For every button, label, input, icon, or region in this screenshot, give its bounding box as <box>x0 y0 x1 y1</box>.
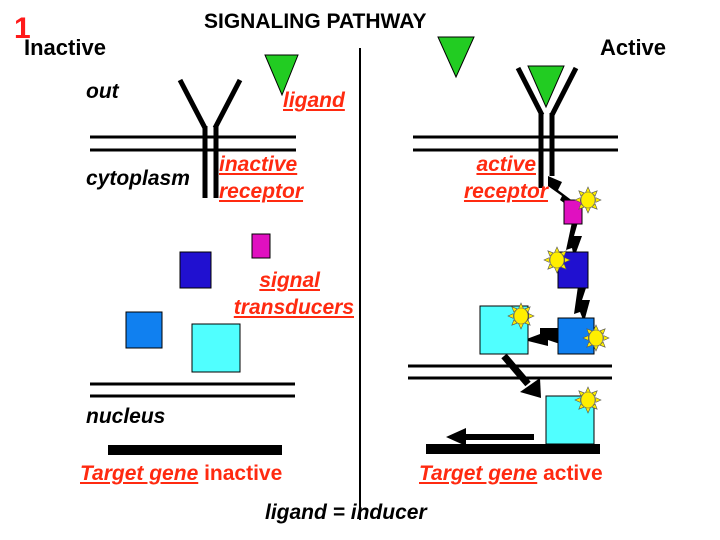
label-out: out <box>86 80 119 103</box>
label-active-receptor-line2: receptor <box>463 180 548 203</box>
gene-status-inactive: Target gene inactive <box>80 462 282 486</box>
activation-sun-icon <box>582 324 610 352</box>
label-inactive-receptor-line2: receptor <box>219 180 304 203</box>
label-cytoplasm: cytoplasm <box>86 167 190 190</box>
transducer-indigo-inactive <box>179 251 212 289</box>
target-gene-label: Target gene <box>80 462 199 485</box>
activation-sun-icon <box>574 186 602 214</box>
gene-state-inactive: inactive <box>198 462 283 485</box>
transducer-magenta-active <box>563 199 583 225</box>
ligand-free <box>264 54 299 97</box>
target-gene-active-dna <box>426 444 600 454</box>
label-active-receptor: active receptor <box>452 151 548 205</box>
gene-state-active: active <box>537 462 603 485</box>
label-active-receptor-line1: active <box>476 153 536 176</box>
label-signal-transducers: signal transducers <box>218 267 354 321</box>
label-signal-transducers-line1: signal <box>259 269 320 292</box>
panel-heading-inactive: Inactive <box>24 35 106 60</box>
target-gene-label-active: Target gene <box>419 462 538 485</box>
target-gene-inactive-dna <box>108 445 282 455</box>
activation-sun-icon <box>543 246 571 274</box>
active-receptor <box>515 66 579 188</box>
panel-heading-active: Active <box>600 35 667 60</box>
left-nuclear-membrane <box>90 382 295 398</box>
signal-bolt-2 <box>566 222 582 258</box>
gene-status-active: Target gene active <box>419 462 603 486</box>
transcription-arrow <box>446 428 534 446</box>
label-ligand: ligand <box>283 89 345 112</box>
activation-sun-icon <box>507 302 535 330</box>
label-signal-transducers-line2: transducers <box>233 296 354 319</box>
slide-number: 1 <box>14 12 31 45</box>
label-inactive-receptor-line1: inactive <box>219 153 298 176</box>
label-nucleus: nucleus <box>86 405 166 428</box>
page-title: SIGNALING PATHWAY <box>204 10 427 33</box>
footer-caption: ligand = inducer <box>265 501 427 524</box>
transducer-magenta-inactive <box>251 233 271 259</box>
right-outer-membrane <box>413 135 618 152</box>
signal-bolt-3 <box>574 286 590 322</box>
signal-bolt-4 <box>524 328 560 346</box>
activation-sun-icon <box>574 386 602 414</box>
left-outer-membrane <box>90 135 296 152</box>
translocation-arrow <box>501 353 541 398</box>
label-inactive-receptor: inactive receptor <box>219 151 303 205</box>
ligand-bound <box>527 65 565 109</box>
transducer-blue-inactive <box>125 311 163 349</box>
inactive-receptor <box>177 78 243 198</box>
ligand-free-right <box>437 36 475 79</box>
transducer-cyan-inactive <box>191 323 241 373</box>
